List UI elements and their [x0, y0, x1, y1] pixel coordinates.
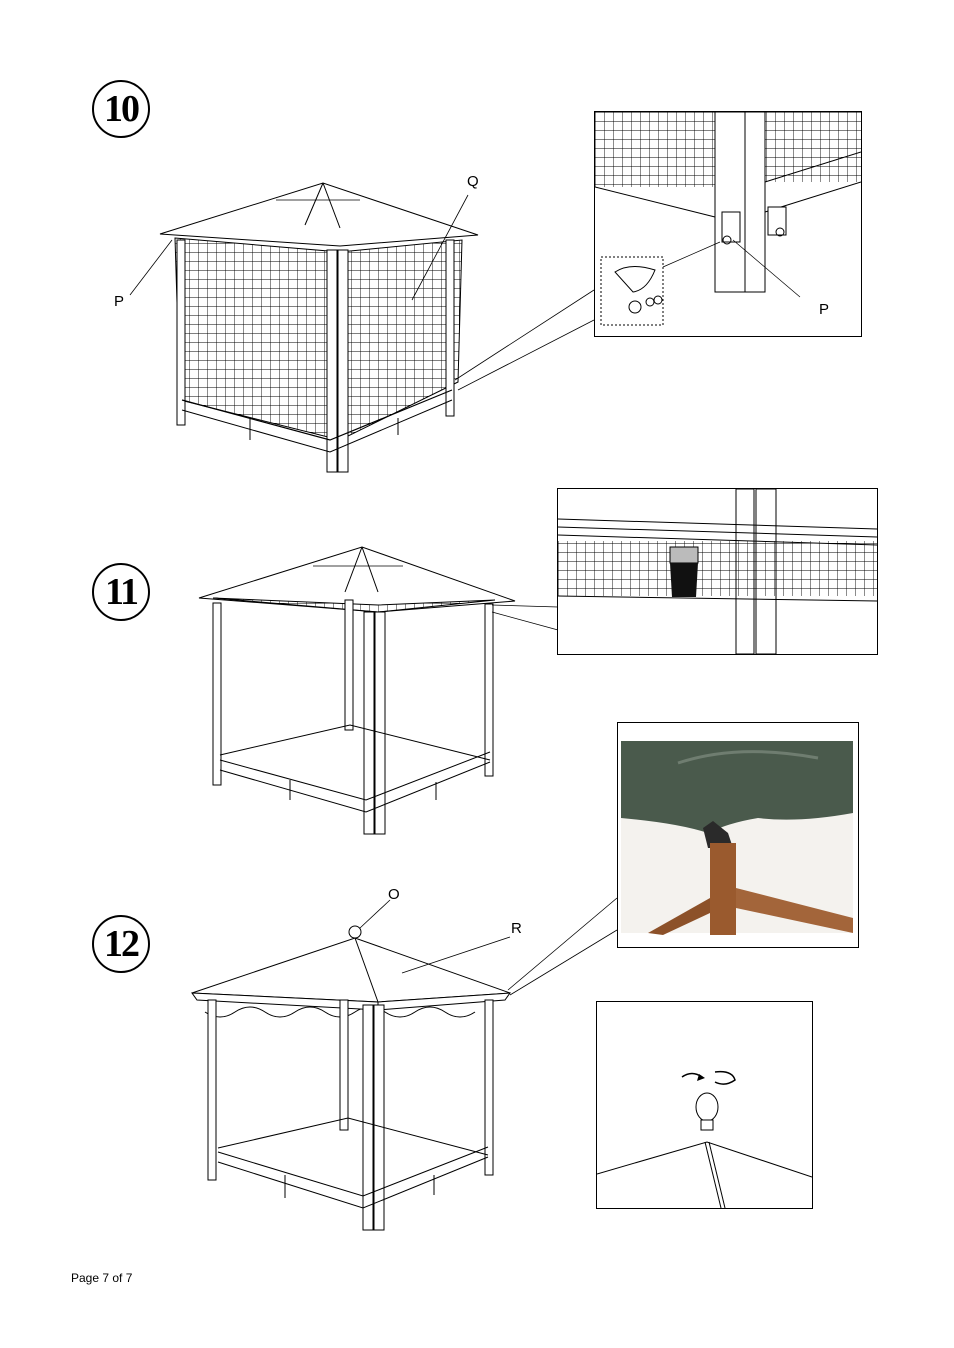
- step12-knob-detail-inset: [596, 1001, 813, 1209]
- part-label-r: R: [511, 920, 522, 937]
- canopy-corner-photo: [618, 723, 858, 947]
- step12-photo-inset: [617, 722, 859, 948]
- knob-twist-detail-drawing: [597, 1002, 812, 1208]
- part-label-o: O: [388, 886, 400, 903]
- page-number-footer: Page 7 of 7: [71, 1271, 132, 1285]
